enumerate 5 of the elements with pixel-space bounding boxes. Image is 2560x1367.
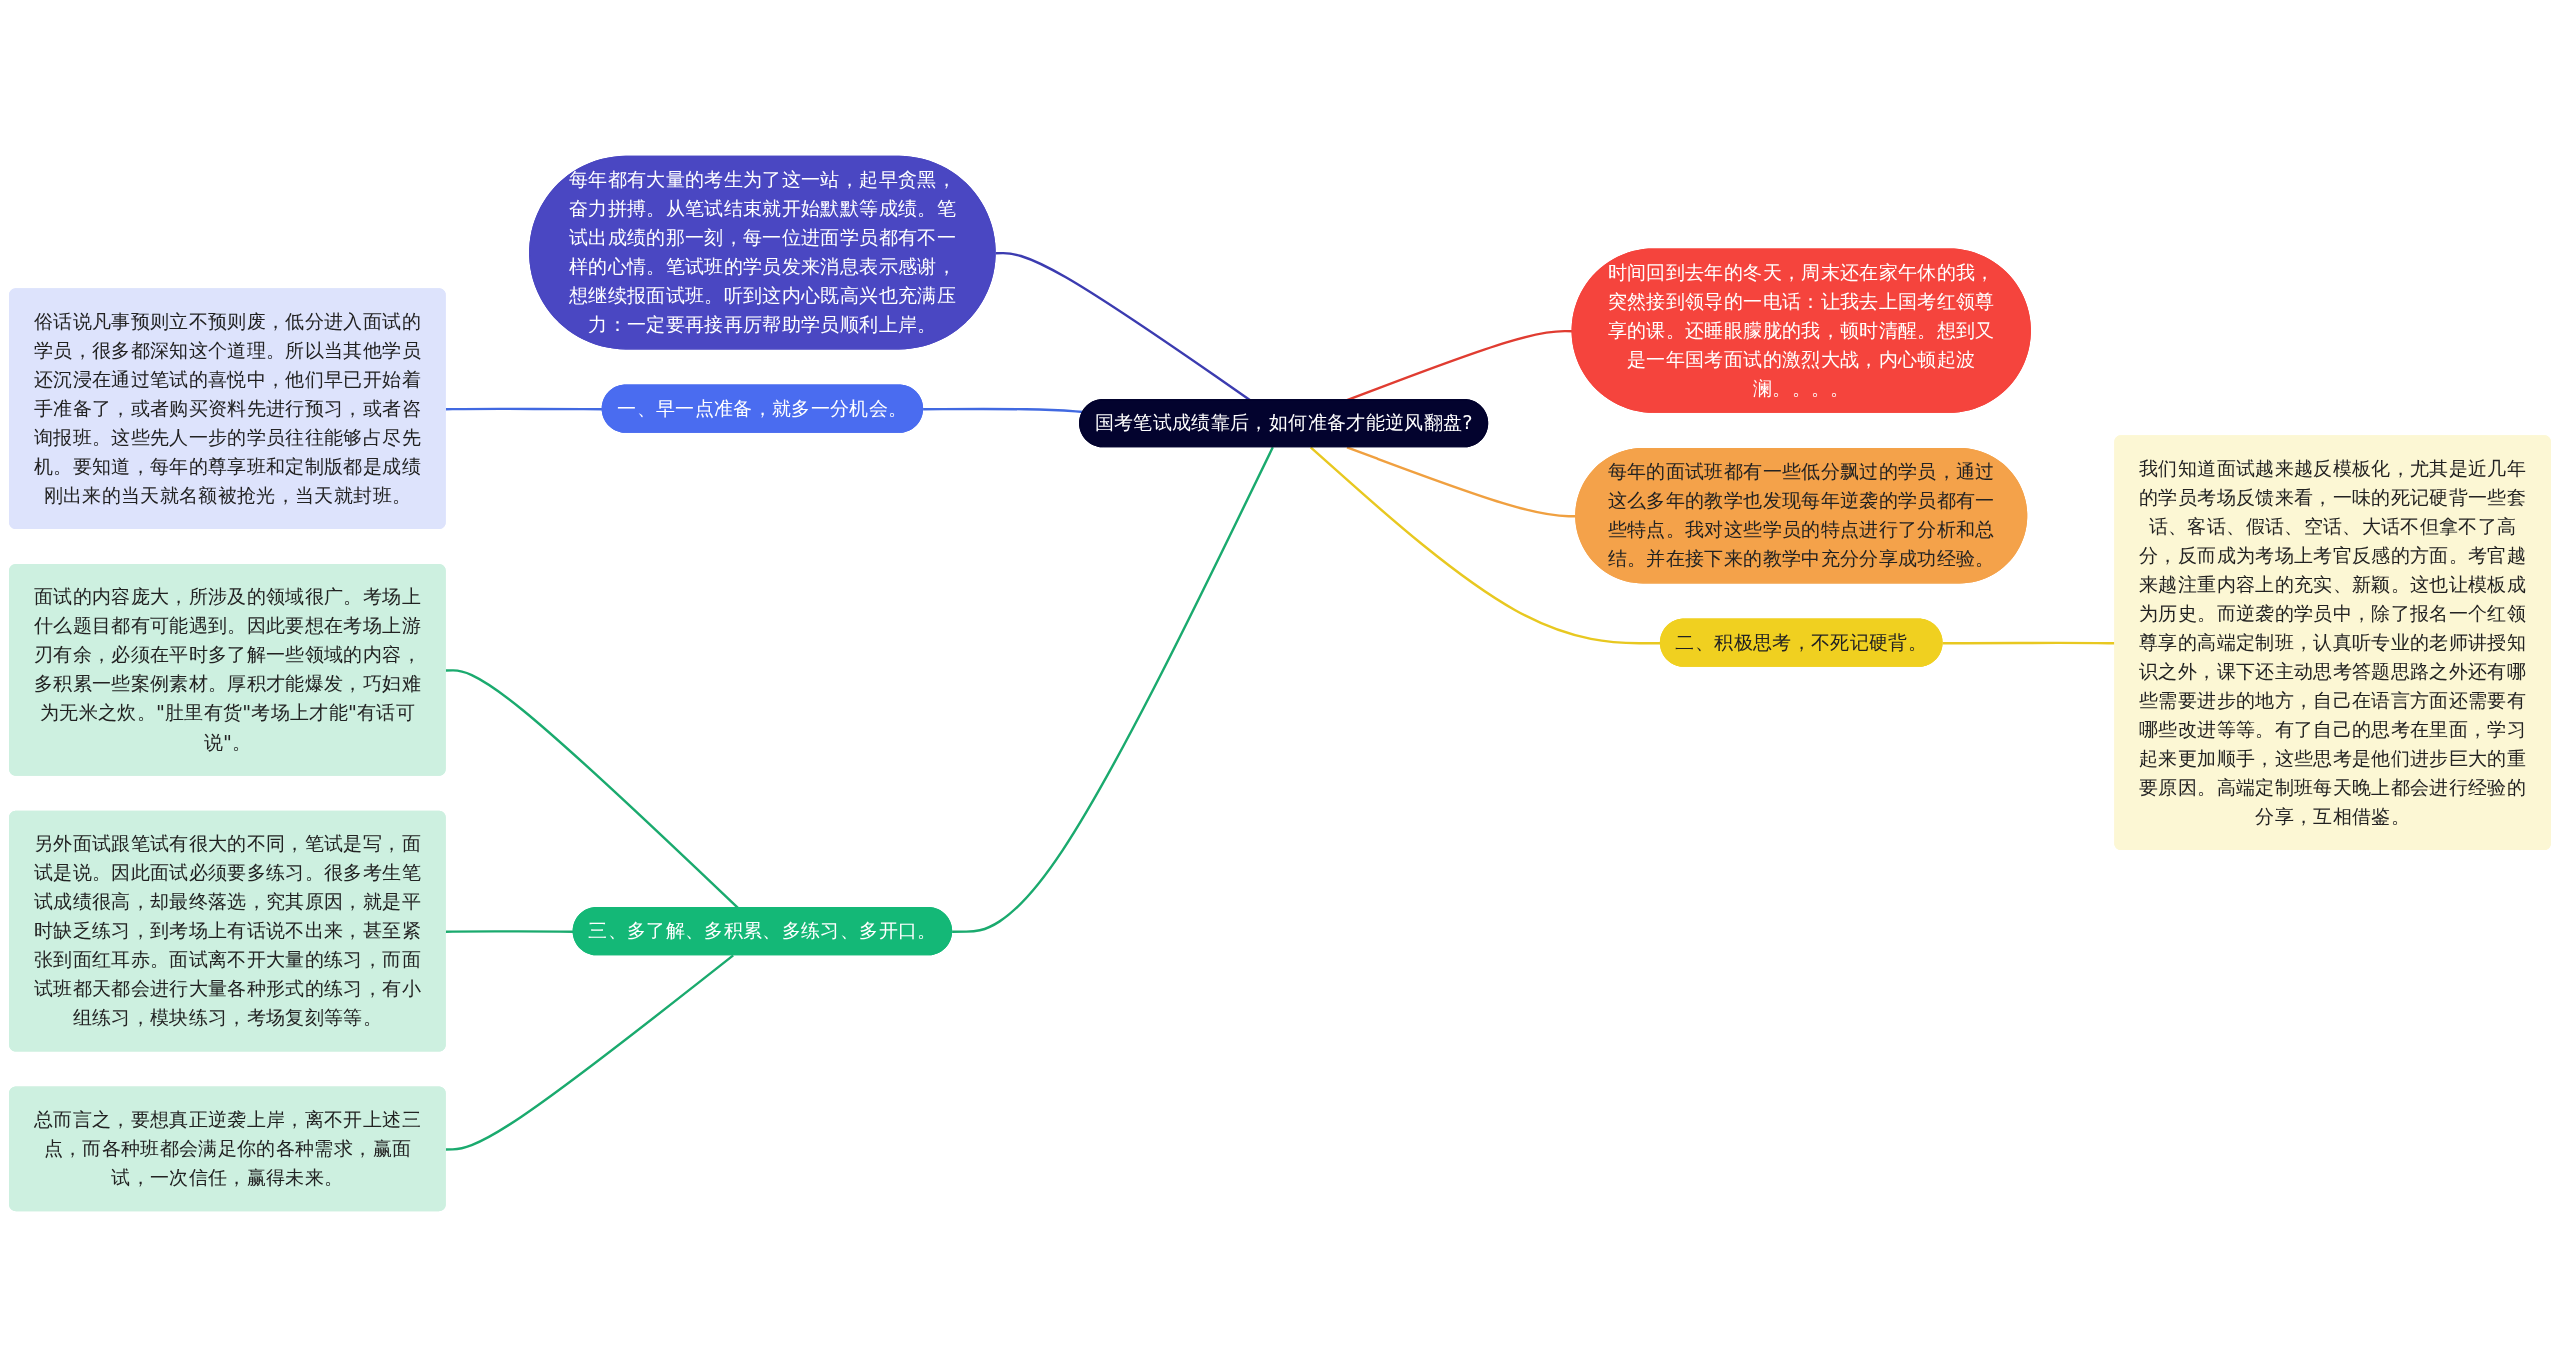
connector (1346, 446, 1577, 518)
connector (445, 407, 603, 411)
connector (952, 446, 1274, 933)
connector (445, 954, 734, 1151)
connector (445, 930, 574, 933)
